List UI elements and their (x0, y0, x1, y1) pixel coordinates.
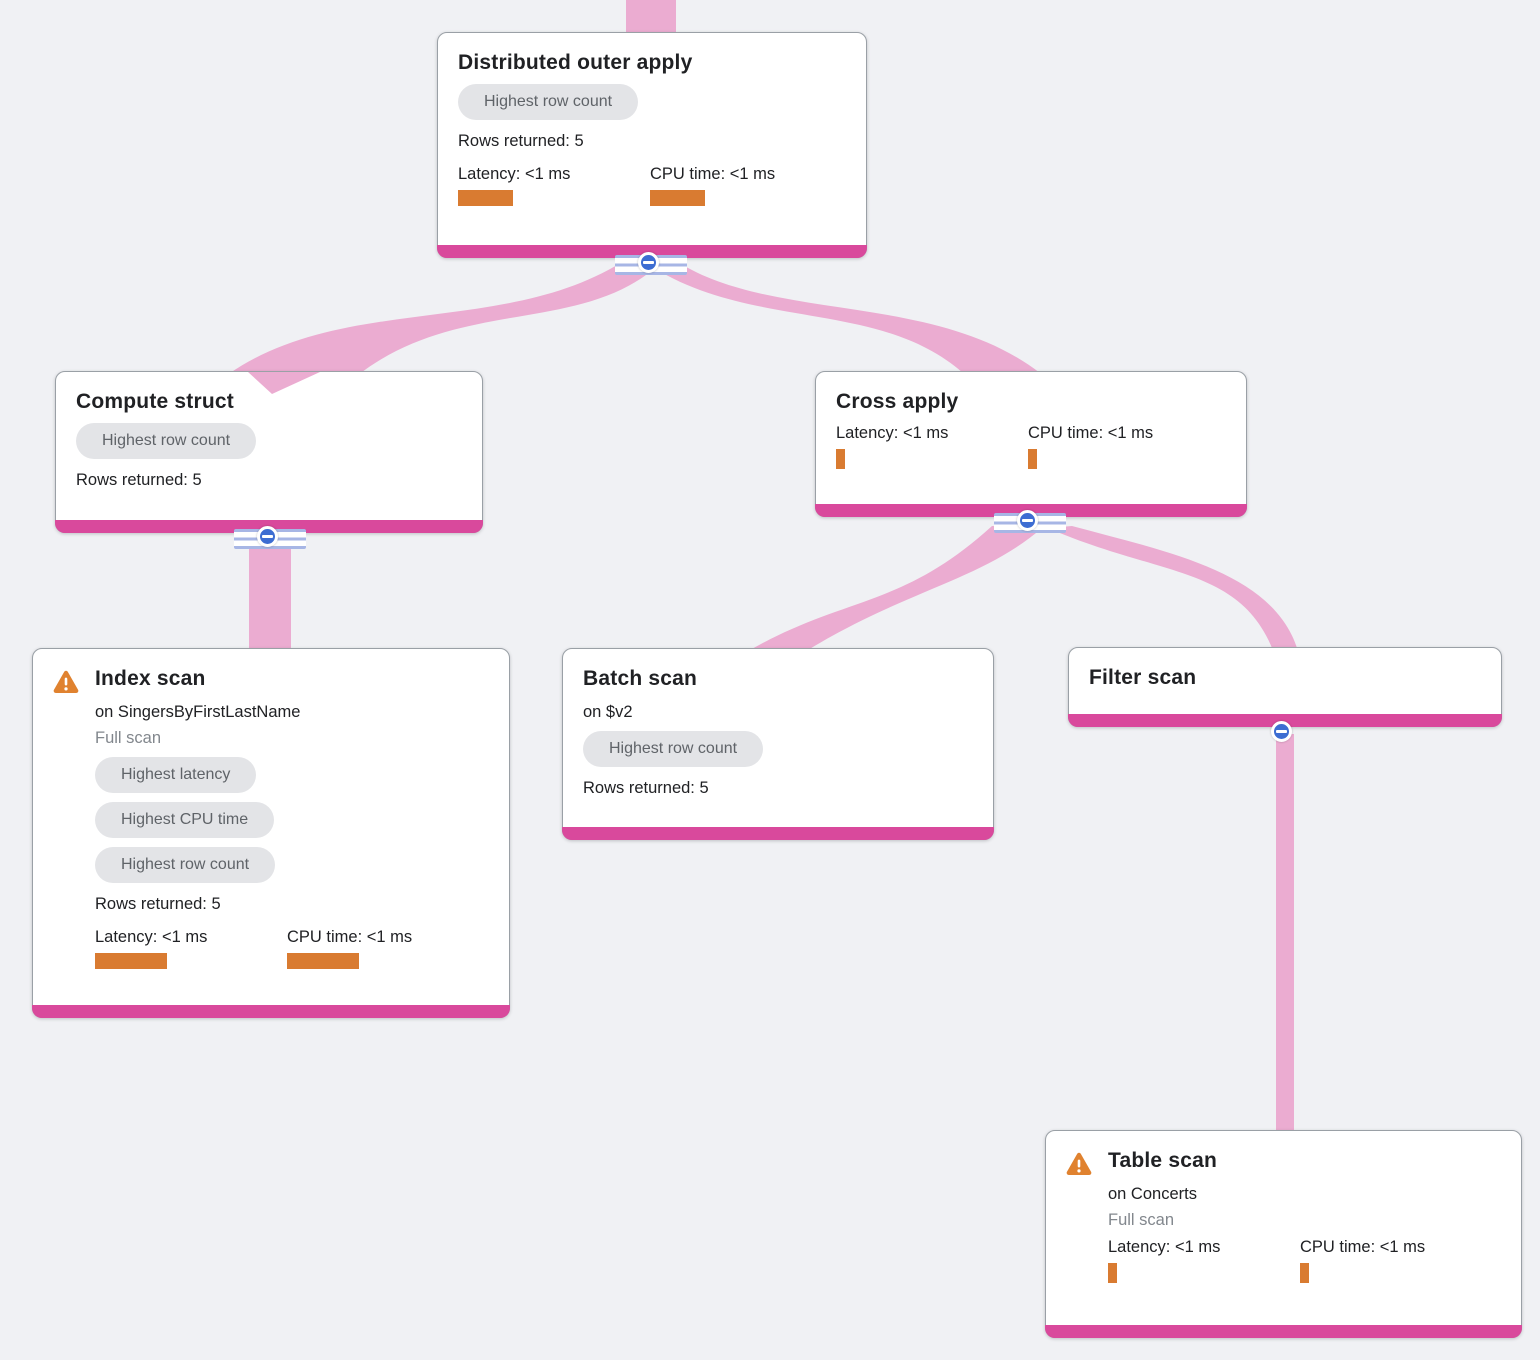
node-accent-bar (562, 827, 994, 840)
badge-highest-cpu-time: Highest CPU time (95, 802, 275, 838)
cpu-time-bar (287, 953, 359, 969)
node-accent-bar (1045, 1325, 1522, 1338)
latency-bar (836, 449, 845, 469)
link-root-to-compute-struct (230, 262, 650, 375)
node-title: Filter scan (1089, 666, 1197, 689)
collapse-button-cross-apply[interactable] (994, 508, 1066, 538)
cpu-time-label: CPU time: <1 ms (287, 928, 413, 946)
collapse-button-compute-struct[interactable] (234, 524, 306, 554)
node-target-label: on SingersByFirstLastName (95, 703, 301, 721)
badge-highest-row-count: Highest row count (583, 731, 764, 767)
collapse-button-distributed-outer-apply[interactable] (615, 250, 687, 280)
node-cross-apply[interactable]: Cross apply Latency: <1 ms CPU time: <1 … (815, 371, 1247, 517)
node-title: Compute struct (76, 390, 234, 413)
node-accent-bar (1068, 714, 1502, 727)
cpu-time-label: CPU time: <1 ms (1300, 1238, 1426, 1256)
scan-type-label: Full scan (95, 729, 162, 747)
latency-label: Latency: <1 ms (458, 165, 571, 183)
node-title: Table scan (1108, 1149, 1217, 1172)
minus-icon (1016, 509, 1038, 531)
link-root-to-cross-apply (654, 262, 1040, 373)
node-target-label: on Concerts (1108, 1185, 1197, 1203)
rows-returned-label: Rows returned: 5 (583, 779, 709, 797)
node-compute-struct[interactable]: Compute struct Highest row count Rows re… (55, 371, 483, 533)
latency-bar (1108, 1263, 1117, 1283)
link-cross-apply-to-batch-scan (750, 526, 1042, 650)
node-batch-scan[interactable]: Batch scan on $v2 Highest row count Rows… (562, 648, 994, 840)
minus-icon (1270, 720, 1292, 742)
node-title: Cross apply (836, 390, 959, 413)
cpu-time-bar (1028, 449, 1037, 469)
node-title: Index scan (95, 667, 206, 690)
latency-label: Latency: <1 ms (836, 424, 949, 442)
link-cross-apply-to-filter-scan (1048, 526, 1297, 648)
cpu-time-label: CPU time: <1 ms (1028, 424, 1154, 442)
node-title: Distributed outer apply (458, 51, 693, 74)
badge-highest-row-count: Highest row count (458, 84, 639, 120)
node-filter-scan[interactable]: Filter scan (1068, 647, 1502, 727)
minus-icon (637, 251, 659, 273)
scan-type-label: Full scan (1108, 1211, 1175, 1229)
cpu-time-bar (1300, 1263, 1309, 1283)
latency-bar (95, 953, 167, 969)
minus-icon (256, 525, 278, 547)
node-target-label: on $v2 (583, 703, 633, 721)
latency-bar (458, 190, 513, 206)
cpu-time-bar (650, 190, 705, 206)
cpu-time-label: CPU time: <1 ms (650, 165, 776, 183)
badge-highest-row-count: Highest row count (95, 847, 276, 883)
rows-returned-label: Rows returned: 5 (95, 895, 221, 913)
node-accent-bar (437, 245, 867, 258)
rows-returned-label: Rows returned: 5 (458, 132, 584, 150)
node-title: Batch scan (583, 667, 698, 690)
warning-triangle-icon (53, 667, 95, 694)
node-accent-bar (32, 1005, 510, 1018)
node-table-scan[interactable]: Table scan on Concerts Full scan Latency… (1045, 1130, 1522, 1338)
latency-label: Latency: <1 ms (95, 928, 208, 946)
link-compute-struct-to-index-scan (249, 538, 291, 654)
rows-returned-label: Rows returned: 5 (76, 471, 202, 489)
latency-label: Latency: <1 ms (1108, 1238, 1221, 1256)
link-filter-scan-to-table-scan (1276, 734, 1294, 1134)
node-distributed-outer-apply[interactable]: Distributed outer apply Highest row coun… (437, 32, 867, 258)
warning-triangle-icon (1066, 1149, 1108, 1176)
badge-highest-latency: Highest latency (95, 757, 257, 793)
node-index-scan[interactable]: Index scan on SingersByFirstLastName Ful… (32, 648, 510, 1018)
collapse-button-filter-scan[interactable] (1248, 719, 1320, 749)
badge-highest-row-count: Highest row count (76, 423, 257, 459)
